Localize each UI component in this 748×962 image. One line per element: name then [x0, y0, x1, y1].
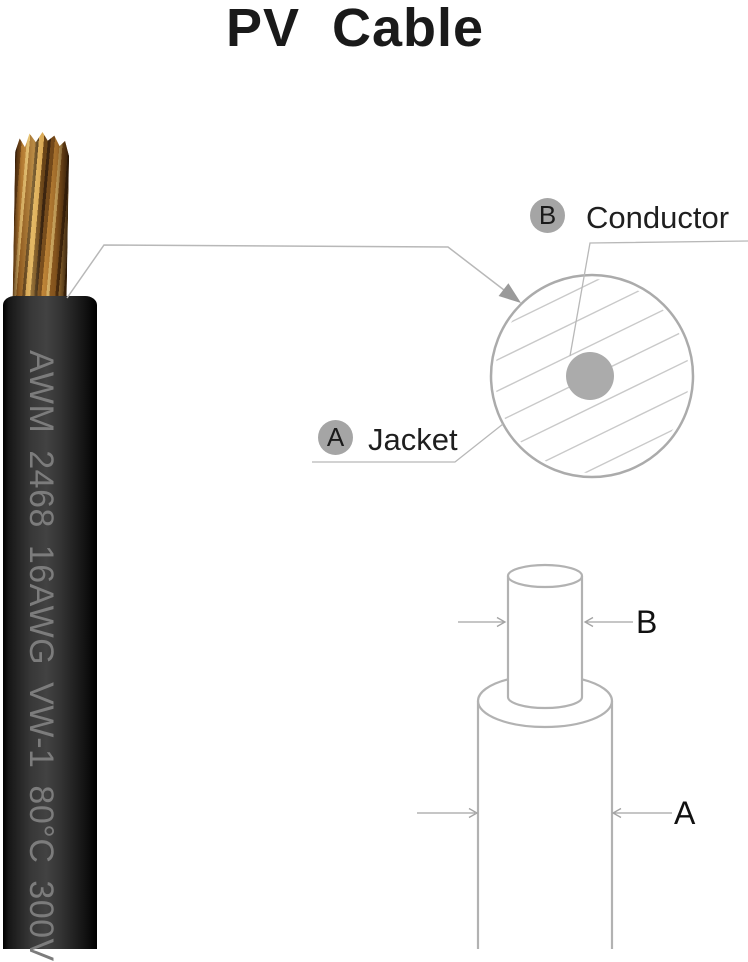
dimension-label-a: A — [674, 795, 696, 831]
jacket-label: Jacket — [368, 422, 458, 457]
jacket-badge: A — [318, 420, 353, 455]
conductor-badge: B — [530, 198, 565, 233]
conductor-leader-line — [569, 240, 748, 357]
dimension-arrows-a — [417, 807, 672, 819]
cable-leader-line — [66, 244, 505, 299]
conductor-label: Conductor — [586, 200, 730, 235]
dimension-label-b: B — [636, 604, 658, 640]
inner-cylinder — [506, 563, 584, 710]
outer-cylinder — [476, 678, 614, 949]
page-title: PV Cable — [225, 0, 485, 58]
dimension-arrows-b — [458, 616, 633, 628]
jacket-leader-line — [312, 423, 504, 463]
leader-arrowhead-icon — [498, 283, 521, 303]
conductor-dot — [566, 352, 614, 400]
cable-jacket-body — [3, 296, 97, 949]
